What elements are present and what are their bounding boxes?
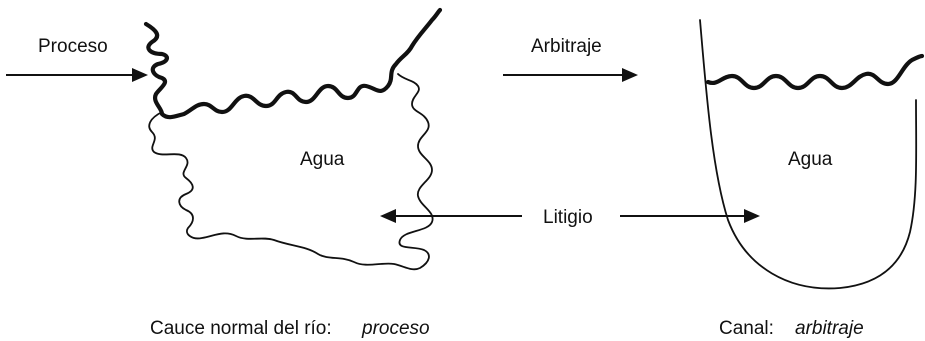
river-bed-outline [148, 73, 434, 271]
litigio-label: Litigio [543, 207, 593, 228]
left-water-label: Agua [300, 149, 345, 170]
proceso-arrowhead [132, 68, 148, 82]
canal-water-surface [705, 53, 925, 91]
litigio-arrowhead-left [380, 209, 396, 223]
proceso-label: Proceso [38, 36, 108, 57]
river-bank-top [143, 7, 443, 120]
arbitraje-label: Arbitraje [531, 36, 602, 57]
right-caption-term: arbitraje [795, 318, 864, 339]
right-water-label: Agua [788, 149, 833, 170]
right-caption-prefix: Canal: [719, 318, 774, 339]
litigio-arrowhead-right [744, 209, 760, 223]
left-caption-term: proceso [361, 318, 430, 339]
left-caption-prefix: Cauce normal del río: [150, 318, 332, 339]
arbitraje-arrowhead [622, 68, 638, 82]
canal-outline [699, 19, 918, 290]
